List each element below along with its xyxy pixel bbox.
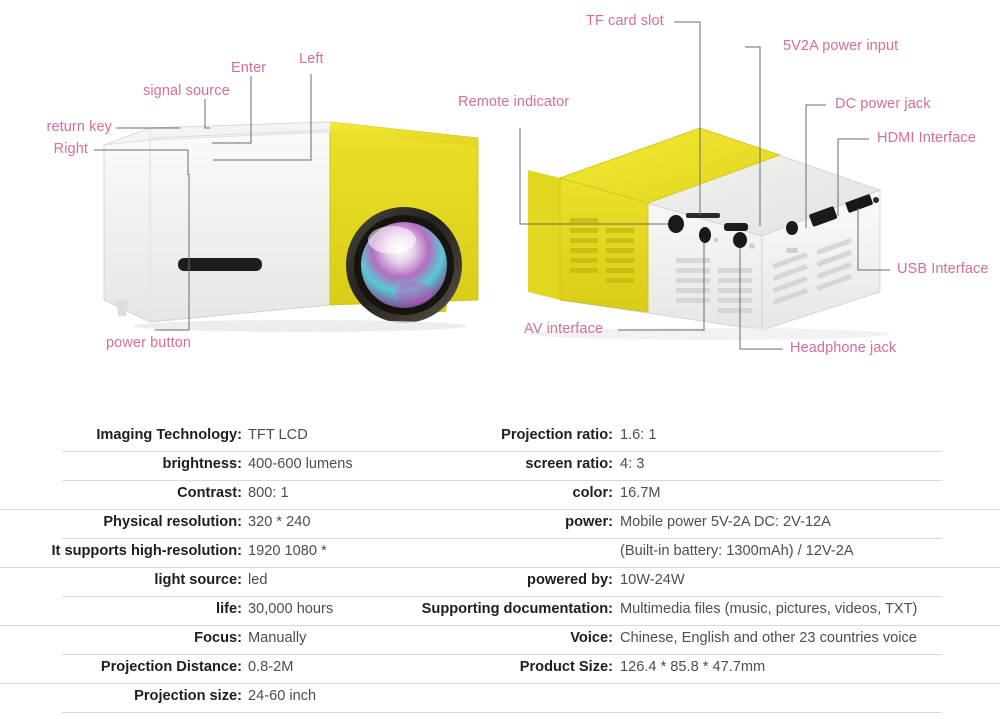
spec-value: 16.7M bbox=[620, 485, 661, 501]
callout-dc-power-jack: DC power jack bbox=[835, 96, 931, 112]
callout-power-input: 5V2A power input bbox=[783, 38, 899, 54]
power-input-port bbox=[724, 223, 748, 231]
hdmi-interface-port bbox=[809, 206, 838, 227]
callout-tf-card-slot: TF card slot bbox=[586, 13, 664, 29]
row-divider bbox=[62, 538, 942, 539]
spec-label: power: bbox=[565, 514, 613, 530]
row-divider bbox=[62, 480, 942, 481]
spec-label: powered by: bbox=[527, 572, 613, 588]
spec-value: 10W-24W bbox=[620, 572, 685, 588]
left-projector-body bbox=[103, 121, 479, 332]
table-row: brightness: 400-600 lumens screen ratio:… bbox=[0, 455, 1000, 484]
spec-value: 800: 1 bbox=[248, 485, 289, 501]
table-row: life: 30,000 hours Supporting documentat… bbox=[0, 600, 1000, 629]
spec-value: 0.8-2M bbox=[248, 659, 294, 675]
callout-remote-indicator: Remote indicator bbox=[458, 94, 570, 110]
spec-label: screen ratio: bbox=[525, 456, 613, 472]
callout-power-button: power button bbox=[106, 335, 192, 351]
callout-headphone-jack: Headphone jack bbox=[790, 340, 897, 356]
spec-value: Manually bbox=[248, 630, 307, 646]
table-row: light source: led powered by: 10W-24W bbox=[0, 571, 1000, 600]
spec-value: 320 * 240 bbox=[248, 514, 311, 530]
table-row: Projection Distance: 0.8-2M Product Size… bbox=[0, 658, 1000, 687]
product-diagram: return key Right signal source Enter Lef… bbox=[46, 13, 989, 356]
spec-value: 30,000 hours bbox=[248, 601, 334, 617]
table-row: Focus: Manually Voice: Chinese, English … bbox=[0, 629, 1000, 658]
callout-av-interface: AV interface bbox=[524, 321, 604, 337]
spec-label: It supports high-resolution: bbox=[51, 543, 242, 559]
spec-label: Imaging Technology: bbox=[96, 427, 242, 443]
spec-value: 1.6: 1 bbox=[620, 427, 657, 443]
row-divider bbox=[0, 567, 1000, 568]
tf-card-slot-port bbox=[686, 213, 720, 218]
table-row: Contrast: 800: 1 color: 16.7M bbox=[0, 484, 1000, 513]
spec-value: (Built-in battery: 1300mAh) / 12V-2A bbox=[620, 543, 854, 559]
right-leader-lines bbox=[519, 21, 890, 350]
spec-label: Projection size: bbox=[134, 688, 242, 704]
spec-label: Physical resolution: bbox=[103, 514, 242, 530]
spec-label: life: bbox=[216, 601, 242, 617]
table-row: Physical resolution: 320 * 240 power: Mo… bbox=[0, 513, 1000, 542]
end-vent-louvers bbox=[772, 237, 852, 305]
row-divider bbox=[62, 451, 942, 452]
yellow-vent-louvers bbox=[570, 218, 634, 283]
projector-illustration bbox=[94, 21, 890, 350]
spec-label: Focus: bbox=[194, 630, 242, 646]
spec-value: 24-60 inch bbox=[248, 688, 317, 704]
dc-power-jack-port bbox=[786, 221, 798, 235]
callout-usb-interface: USB Interface bbox=[897, 261, 989, 277]
headphone-jack-port bbox=[733, 232, 747, 248]
callout-left: Left bbox=[299, 51, 324, 67]
row-divider bbox=[0, 509, 1000, 510]
callout-return-key: return key bbox=[46, 119, 112, 135]
callout-right: Right bbox=[53, 141, 88, 157]
spec-value: 400-600 lumens bbox=[248, 456, 353, 472]
callout-enter: Enter bbox=[231, 60, 267, 76]
spec-label: brightness: bbox=[162, 456, 242, 472]
callout-hdmi-interface: HDMI Interface bbox=[877, 130, 976, 146]
spec-value: 126.4 * 85.8 * 47.7mm bbox=[620, 659, 766, 675]
left-leader-lines bbox=[94, 74, 312, 331]
spec-label: Product Size: bbox=[519, 659, 613, 675]
table-row: Imaging Technology: TFT LCD Projection r… bbox=[0, 426, 1000, 455]
white-vent-louvers bbox=[676, 258, 752, 313]
spec-label: Supporting documentation: bbox=[421, 601, 613, 617]
spec-label: Contrast: bbox=[177, 485, 242, 501]
spec-value: Mobile power 5V-2A DC: 2V-12A bbox=[620, 514, 831, 530]
spec-label: Projection Distance: bbox=[100, 659, 242, 675]
spec-label: Voice: bbox=[570, 630, 613, 646]
row-divider bbox=[62, 596, 942, 597]
table-row: It supports high-resolution: 1920 1080 *… bbox=[0, 542, 1000, 571]
spec-label: light source: bbox=[154, 572, 242, 588]
specification-table: Imaging Technology: TFT LCD Projection r… bbox=[0, 404, 1000, 719]
row-divider bbox=[0, 683, 1000, 684]
usb-interface-port bbox=[845, 194, 873, 213]
spec-value: TFT LCD bbox=[248, 427, 308, 443]
callout-signal-source: signal source bbox=[143, 83, 230, 99]
av-interface-port bbox=[699, 227, 711, 243]
spec-value: Chinese, English and other 23 countries … bbox=[620, 630, 917, 646]
table-row: Projection size: 24-60 inch bbox=[0, 687, 1000, 716]
row-divider bbox=[0, 625, 1000, 626]
row-divider bbox=[62, 654, 942, 655]
spec-label: Projection ratio: bbox=[501, 427, 613, 443]
spec-value: 4: 3 bbox=[620, 456, 645, 472]
remote-indicator-port bbox=[668, 215, 684, 233]
spec-label: color: bbox=[572, 485, 613, 501]
front-vent-slot bbox=[178, 258, 262, 271]
spec-value: led bbox=[248, 572, 268, 588]
row-divider bbox=[62, 712, 942, 713]
spec-value: Multimedia files (music, pictures, video… bbox=[620, 601, 918, 617]
spec-value: 1920 1080 * bbox=[248, 543, 327, 559]
right-projector-body bbox=[528, 127, 890, 340]
